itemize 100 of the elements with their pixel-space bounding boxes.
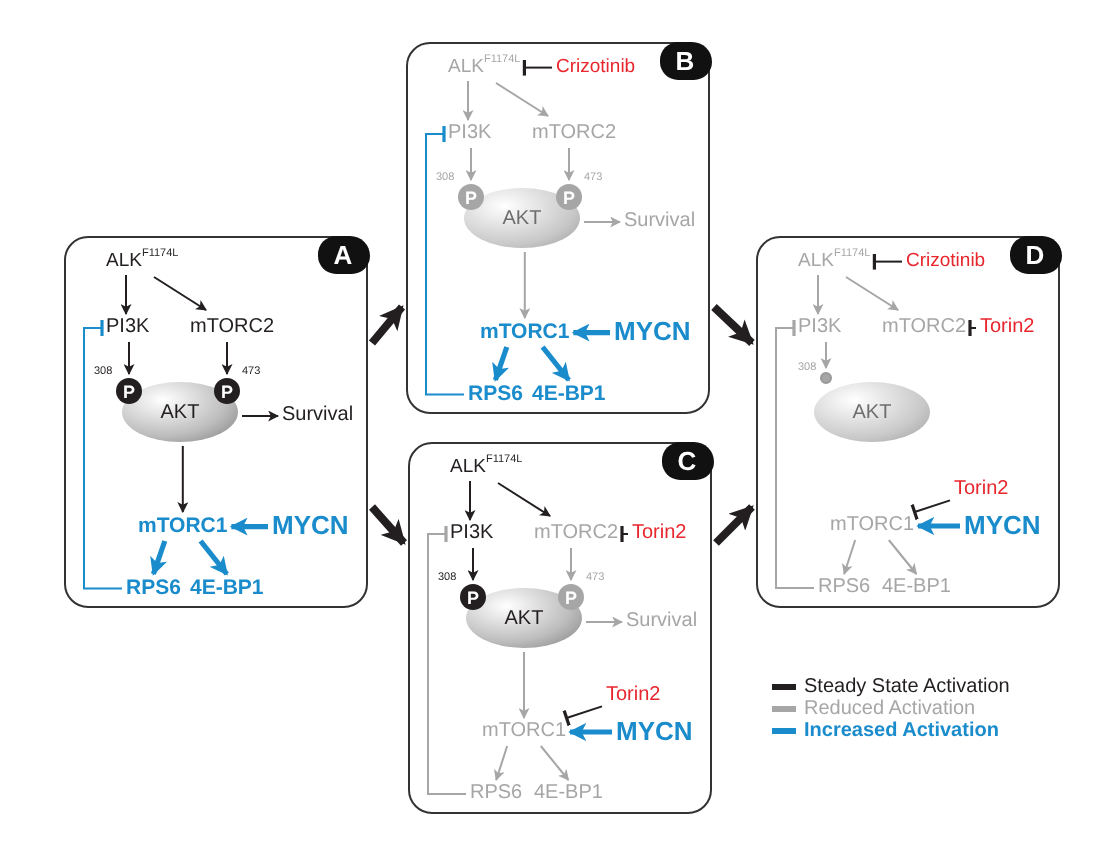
protein-label: mTORC2 (532, 124, 617, 144)
phospho-site-circle (820, 372, 832, 384)
protein-label: 4E-BP1 (532, 384, 606, 405)
protein-label: PI3K (798, 318, 842, 338)
protein-label: RPS6 (818, 578, 871, 598)
feedback-inhibition-line (427, 524, 467, 795)
inhibition-line (872, 252, 903, 272)
protein-label: 4E-BP1 (534, 784, 603, 804)
panel-frame (756, 236, 1060, 608)
panel-frame (64, 236, 368, 608)
protein-label: RPS6 (468, 384, 523, 405)
activation-arrow (820, 341, 832, 370)
protein-label: ALK$^{F1174L}$ (450, 458, 523, 477)
activation-arrow (153, 276, 207, 311)
legend-label: Reduced Activation (804, 700, 976, 720)
protein-label: ALK$^{F1174L}$ (106, 252, 179, 271)
protein-label: MYCN (614, 318, 691, 344)
legend-label: Steady State Activation (804, 678, 1010, 698)
protein-label: MYCN (964, 512, 1041, 538)
panel-letter-tab: B (659, 41, 711, 79)
activation-arrow (519, 251, 531, 320)
protein-label: RPS6 (470, 784, 523, 804)
protein-label: 4E-BP1 (190, 578, 264, 599)
protein-label: MYCN (272, 512, 349, 538)
activation-arrow (221, 341, 233, 376)
protein-label: PI3K (450, 524, 494, 544)
protein-label: mTORC1 (482, 722, 567, 742)
protein-label: mTORC2 (882, 318, 967, 338)
protein-label: mTORC1 (480, 322, 570, 343)
panel-frame (406, 42, 710, 414)
drug-label: Crizotinib (556, 58, 636, 77)
activation-arrow (563, 147, 575, 182)
activation-arrow (241, 410, 280, 422)
inhibition-line (522, 58, 553, 78)
phospho-site-circle: P (460, 584, 486, 610)
activation-arrow (120, 274, 132, 316)
activation-arrow (150, 540, 168, 576)
activation-arrow (540, 345, 571, 382)
phospho-site-circle: P (556, 184, 582, 210)
activation-arrow (123, 341, 135, 376)
phospho-site-circle: P (214, 378, 240, 404)
protein-label: mTORC2 (534, 524, 619, 544)
drug-label: Torin2 (632, 524, 687, 544)
activation-arrow (539, 745, 570, 781)
inhibition-line (910, 499, 951, 522)
protein-label: ALK$^{F1174L}$ (448, 58, 521, 77)
feedback-inhibition-line (425, 124, 465, 396)
outcome-label: Survival (624, 212, 696, 232)
activation-arrow (198, 539, 229, 576)
protein-label: MYCN (616, 718, 693, 744)
phospho-site-circle: P (116, 378, 142, 404)
activation-arrow (492, 346, 510, 382)
feedback-inhibition-line (775, 318, 815, 589)
panel-letter-tab: C (661, 441, 713, 479)
activation-arrow (916, 517, 960, 535)
transition-arrow (368, 304, 406, 346)
legend-label: Increased Activation (804, 722, 999, 742)
inhibition-line (562, 705, 603, 728)
activation-arrow (842, 539, 857, 576)
activation-arrow (229, 517, 268, 536)
activation-arrow (585, 616, 624, 628)
drug-label: Torin2 (606, 686, 661, 706)
activation-arrow (887, 539, 918, 575)
panel-letter-tab: A (317, 235, 369, 273)
activation-arrow (494, 745, 509, 782)
phospho-site-circle: P (458, 184, 484, 210)
outcome-label: Survival (282, 406, 354, 426)
transition-arrow (713, 504, 755, 546)
drug-label: Crizotinib (906, 252, 986, 271)
panel-frame (408, 442, 712, 814)
protein-label: 4E-BP1 (882, 578, 951, 598)
protein-label: ALK$^{F1174L}$ (798, 252, 871, 271)
activation-arrow (812, 274, 824, 316)
inhibition-line (620, 524, 629, 544)
protein-label: mTORC1 (138, 516, 228, 537)
activation-arrow (465, 147, 477, 182)
activation-arrow (467, 547, 479, 582)
feedback-inhibition-line (83, 318, 123, 590)
activation-arrow (518, 651, 530, 720)
activation-arrow (464, 480, 476, 522)
phospho-site-circle: P (558, 584, 584, 610)
drug-label: Torin2 (954, 480, 1009, 500)
activation-arrow (845, 276, 899, 311)
activation-arrow (571, 323, 610, 342)
panel-letter-tab: D (1009, 235, 1061, 273)
activation-arrow (495, 82, 549, 117)
akt-ellipse: AKT (814, 382, 930, 442)
drug-label: Torin2 (980, 318, 1035, 338)
inhibition-line (968, 318, 977, 338)
transition-arrow (711, 304, 755, 346)
activation-arrow (583, 216, 622, 228)
activation-arrow (565, 547, 577, 582)
protein-label: PI3K (106, 318, 150, 338)
activation-arrow (177, 445, 189, 514)
outcome-label: Survival (626, 612, 698, 632)
protein-label: PI3K (448, 124, 492, 144)
protein-label: RPS6 (126, 578, 181, 599)
protein-label: mTORC2 (190, 318, 275, 338)
activation-arrow (497, 482, 551, 517)
transition-arrow (369, 504, 407, 546)
